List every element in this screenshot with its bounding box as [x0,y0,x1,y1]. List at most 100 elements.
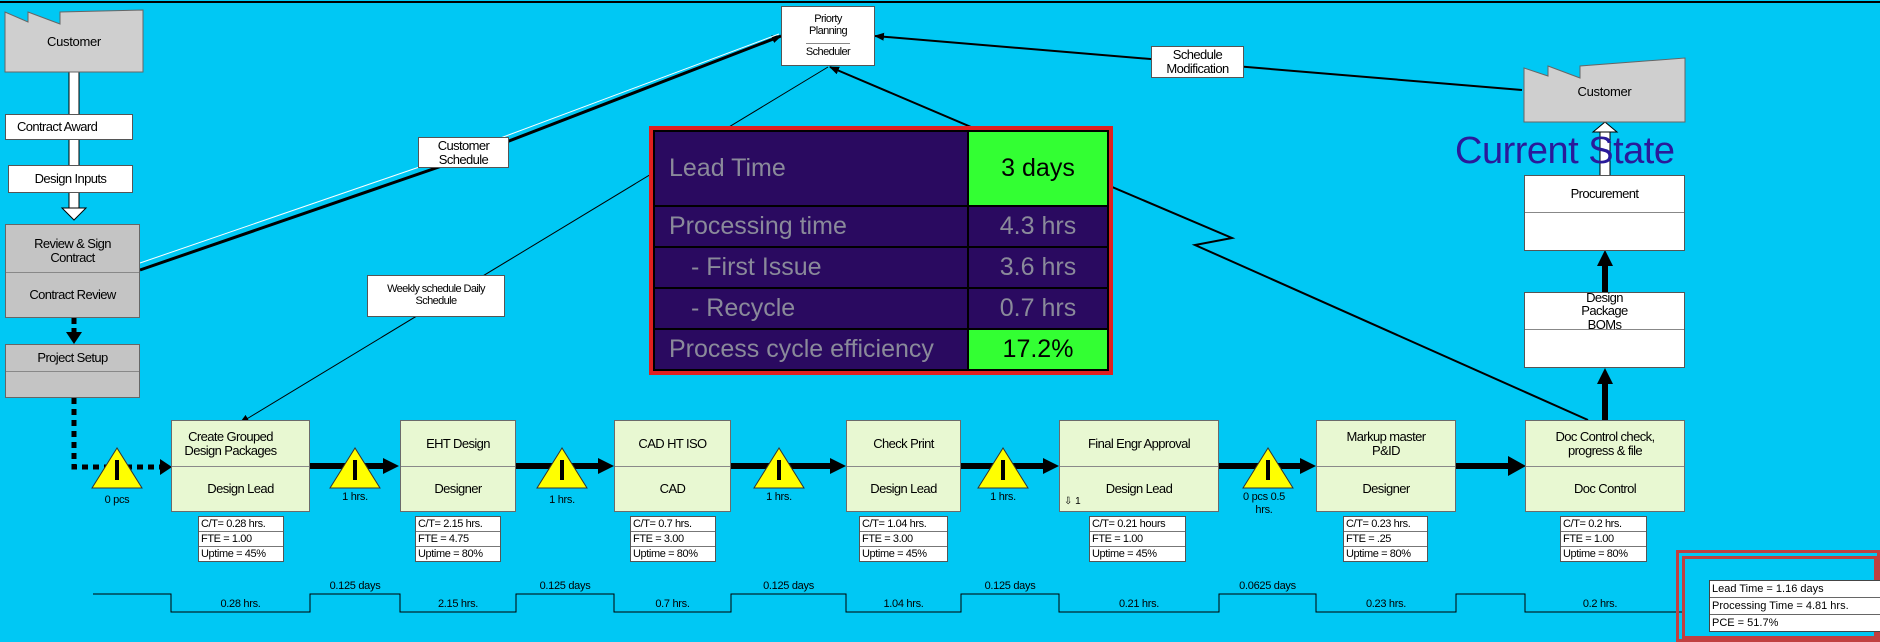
metric-label: Process cycle efficiency [653,328,969,371]
scheduler-label: Scheduler [805,46,851,59]
inventory-label: 1 hrs. [342,491,368,503]
process-role: Designer [1362,480,1410,496]
design-package-box: Design Package BOMs [1524,290,1685,368]
metric-value: 3 days [967,130,1109,207]
process-stats: C/T= 0.28 hrs. FTE = 1.00 Uptime = 45% [198,516,284,562]
process-name: Create Grouped Design Packages [172,421,309,467]
stat-ct: C/T= 1.04 hrs. [860,517,947,532]
metric-label: - Recycle [653,287,969,330]
summary-pce: PCE = 51.7% [1712,617,1779,629]
summary-lead-time: Lead Time = 1.16 days [1710,581,1880,598]
metric-label: Lead Time [653,130,969,207]
design-package-label: Design Package BOMs [1525,290,1684,331]
process-role: CAD [659,480,686,496]
process-role: Design Lead [207,480,274,496]
process-box: CAD HT ISO CAD [614,420,731,512]
customer-left-shape [4,9,144,73]
stat-uptime: Uptime = 45% [862,548,927,560]
process-box: Create Grouped Design Packages Design Le… [171,420,310,512]
timeline-wait: 0.125 days [539,580,591,592]
metric-value: 3.6 hrs [967,246,1109,289]
review-contract-title: Review & Sign Contract [6,229,139,273]
procurement-box: Procurement [1524,175,1685,251]
stat-uptime: Uptime = 45% [1092,548,1157,560]
rework-marker: ⇩ 1 [1064,496,1081,507]
summary-frame: Lead Time = 1.16 days Processing Time = … [1676,550,1880,642]
process-name: EHT Design [401,421,515,467]
metrics-table: Lead Time 3 days Processing time 4.3 hrs… [649,126,1113,375]
process-name: Doc Control check, progress & file [1526,421,1684,467]
process-name: Markup master P&ID [1317,421,1455,467]
project-setup-label: Project Setup [6,345,139,372]
summary-processing-time: Processing Time = 4.81 hrs. [1710,598,1880,615]
schedule-modification-label: Schedule Modification [1151,46,1244,78]
review-contract-label: Contract Review [29,287,116,303]
customer-schedule-label: Customer Schedule [418,137,509,168]
process-role: Design Lead [1105,480,1173,496]
stat-ct: C/T= 0.2 hrs. [1561,517,1646,532]
metric-value: 17.2% [967,328,1109,371]
process-name: Final Engr Approval [1060,421,1218,467]
stat-ct: C/T= 0.21 hours [1090,517,1185,532]
stat-fte: FTE = 3.00 [631,532,715,547]
metric-value: 0.7 hrs [967,287,1109,330]
stat-fte: FTE = 3.00 [860,532,947,547]
planning-label: Priorty Planning [806,9,850,44]
process-name: Check Print [847,421,960,467]
metric-label: Processing time [653,205,969,248]
metric-row: - First Issue 3.6 hrs [653,246,1109,289]
process-box: Final Engr Approval Design Lead ⇩ 1 [1059,420,1219,512]
stat-ct: C/T= 0.23 hrs. [1344,517,1427,532]
metric-label: - First Issue [653,246,969,289]
stat-ct: C/T= 0.7 hrs. [631,517,715,532]
customer-right-shape [1523,57,1686,123]
metric-value: 4.3 hrs [967,205,1109,248]
stat-fte: FTE = 1.00 [1561,532,1646,547]
process-box: Check Print Design Lead [846,420,961,512]
stat-ct: C/T= 0.28 hrs. [199,517,283,532]
weekly-schedule-label: Weekly schedule Daily Schedule [367,275,505,317]
inventory-label: 0 pcs 0.5 hrs. [1243,491,1285,516]
process-role: Design Lead [870,480,937,496]
process-role: Doc Control [1573,480,1637,496]
summary-box: Lead Time = 1.16 days Processing Time = … [1709,580,1880,632]
inventory-label: 1 hrs. [990,491,1016,503]
process-name: CAD HT ISO [615,421,730,467]
customer-left-label: Customer [47,34,101,49]
process-role: Designer [434,480,482,496]
stat-fte: FTE = .25 [1344,532,1427,547]
stat-uptime: Uptime = 80% [1563,548,1628,560]
process-stats: C/T= 0.7 hrs. FTE = 3.00 Uptime = 80% [630,516,716,562]
process-stats: C/T= 1.04 hrs. FTE = 3.00 Uptime = 45% [859,516,948,562]
process-stats: C/T= 0.2 hrs. FTE = 1.00 Uptime = 80% [1560,516,1647,562]
timeline-process: 0.23 hrs. [1365,598,1407,610]
stat-uptime: Uptime = 80% [418,548,483,560]
review-contract-box: Review & Sign Contract Contract Review [5,224,140,318]
stat-fte: FTE = 1.00 [1090,532,1185,547]
process-stats: C/T= 2.15 hrs. FTE = 4.75 Uptime = 80% [415,516,501,562]
timeline-process: 0.28 hrs. [220,598,261,610]
timeline-wait: 0.0625 days [1239,580,1296,592]
process-box: EHT Design Designer [400,420,516,512]
metric-row: Process cycle efficiency 17.2% [653,328,1109,371]
process-box: Markup master P&ID Designer [1316,420,1456,512]
inventory-label: 1 hrs. [766,491,792,503]
stat-ct: C/T= 2.15 hrs. [416,517,500,532]
stat-fte: FTE = 4.75 [416,532,500,547]
process-stats: C/T= 0.23 hrs. FTE = .25 Uptime = 80% [1343,516,1428,562]
current-state-title: Current State [1455,130,1675,172]
design-inputs-box: Design Inputs [8,165,133,193]
timeline-wait: 0.125 days [329,580,381,592]
process-box: Doc Control check, progress & file Doc C… [1525,420,1685,512]
timeline-process: 0.21 hrs. [1118,598,1160,610]
contract-award-box: Contract Award [5,114,133,140]
inventory-label: 0 pcs [104,494,130,506]
timeline-process: 2.15 hrs. [437,598,479,610]
timeline-wait: 0.125 days [763,580,814,592]
timeline-process: 1.04 hrs. [883,598,924,610]
project-setup-box: Project Setup [5,344,140,398]
planning-box: Priorty Planning Scheduler [781,6,875,66]
timeline-wait: 0.125 days [984,580,1036,592]
